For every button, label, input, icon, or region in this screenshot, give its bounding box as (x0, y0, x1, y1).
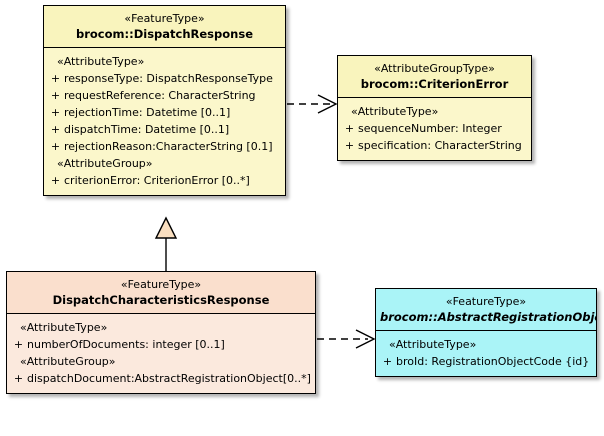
attribute-text: numberOfDocuments: integer [0..1] (27, 338, 225, 351)
attribute-row[interactable]: + numberOfDocuments: integer [0..1] (10, 336, 312, 353)
visibility-marker: + (344, 122, 355, 135)
visibility-marker: + (382, 355, 393, 368)
attribute-text: criterionError: CriterionError [0..*] (64, 174, 250, 187)
attribute-row[interactable]: + requestReference: CharacterString (47, 87, 282, 104)
dependency-dispatchresponse-criterionerror[interactable] (287, 94, 338, 114)
visibility-marker: + (50, 174, 61, 187)
class-stereotype: «AttributeGroupType» (374, 62, 495, 75)
class-stereotype: «FeatureType» (445, 295, 527, 308)
attribute-text: responseType: DispatchResponseType (64, 72, 273, 85)
open-arrowhead-icon (317, 94, 338, 114)
compartment-label: «AttributeType» (57, 55, 145, 68)
attribute-row[interactable]: + dispatchTime: Datetime [0..1] (47, 121, 282, 138)
hollow-triangle-icon (154, 216, 178, 239)
class-box-dispatch-characteristics-response[interactable]: «FeatureType» DispatchCharacteristicsRes… (6, 271, 316, 394)
class-header: «AttributeGroupType» brocom::CriterionEr… (338, 56, 531, 98)
attribute-row[interactable]: + criterionError: CriterionError [0..*] (47, 172, 282, 189)
class-body: «AttributeType» + responseType: Dispatch… (44, 48, 285, 195)
class-body: «AttributeType» + numberOfDocuments: int… (7, 314, 315, 393)
class-name: brocom::CriterionError (360, 77, 509, 91)
compartment-label: «AttributeGroup» (57, 157, 153, 170)
attribute-text: specification: CharacterString (358, 139, 522, 152)
visibility-marker: + (50, 140, 61, 153)
attribute-row[interactable]: + specification: CharacterString (341, 137, 528, 154)
attribute-text: rejectionTime: Datetime [0..1] (64, 106, 231, 119)
visibility-marker: + (50, 123, 61, 136)
visibility-marker: + (13, 372, 24, 385)
class-stereotype: «FeatureType» (124, 12, 205, 25)
compartment-label: «AttributeType» (351, 105, 439, 118)
attribute-text: sequenceNumber: Integer (358, 122, 502, 135)
compartment-label: «AttributeType» (20, 321, 108, 334)
class-name: DispatchCharacteristicsResponse (52, 293, 270, 307)
attribute-row[interactable]: + broId: RegistrationObjectCode {id} (379, 353, 593, 370)
attribute-text: requestReference: CharacterString (64, 89, 256, 102)
visibility-marker: + (50, 72, 61, 85)
attribute-row[interactable]: + dispatchDocument:AbstractRegistrationO… (10, 370, 312, 387)
class-body: «AttributeType» + broId: RegistrationObj… (376, 331, 596, 376)
class-header: «FeatureType» DispatchCharacteristicsRes… (7, 272, 315, 314)
class-box-abstract-registration-object[interactable]: «FeatureType» brocom::AbstractRegistrati… (375, 288, 597, 377)
open-arrowhead-icon (355, 329, 376, 349)
visibility-marker: + (50, 89, 61, 102)
class-body: «AttributeType» + sequenceNumber: Intege… (338, 98, 531, 160)
class-header: «FeatureType» brocom::DispatchResponse (44, 6, 285, 48)
attribute-text: dispatchTime: Datetime [0..1] (64, 123, 230, 136)
compartment-label: «AttributeGroup» (20, 355, 116, 368)
visibility-marker: + (13, 338, 24, 351)
attribute-text: rejectionReason:CharacterString [0.1] (64, 140, 273, 153)
generalization-dispatchcharacteristics-dispatchresponse[interactable] (154, 216, 178, 271)
visibility-marker: + (344, 139, 355, 152)
visibility-marker: + (50, 106, 61, 119)
class-header: «FeatureType» brocom::AbstractRegistrati… (376, 289, 596, 331)
dependency-dispatchcharacteristics-abstractregistration[interactable] (317, 329, 376, 349)
class-box-criterion-error[interactable]: «AttributeGroupType» brocom::CriterionEr… (337, 55, 532, 161)
class-box-dispatch-response[interactable]: «FeatureType» brocom::DispatchResponse «… (43, 5, 286, 196)
attribute-row[interactable]: + rejectionReason:CharacterString [0.1] (47, 138, 282, 155)
attribute-row[interactable]: + sequenceNumber: Integer (341, 120, 528, 137)
attribute-row[interactable]: + rejectionTime: Datetime [0..1] (47, 104, 282, 121)
compartment-label: «AttributeType» (389, 338, 477, 351)
class-name: brocom::AbstractRegistrationObject (380, 310, 597, 324)
class-name: brocom::DispatchResponse (76, 27, 253, 41)
attribute-text: dispatchDocument:AbstractRegistrationObj… (27, 372, 311, 385)
class-stereotype: «FeatureType» (120, 278, 202, 291)
attribute-row[interactable]: + responseType: DispatchResponseType (47, 70, 282, 87)
attribute-text: broId: RegistrationObjectCode {id} (396, 355, 590, 368)
